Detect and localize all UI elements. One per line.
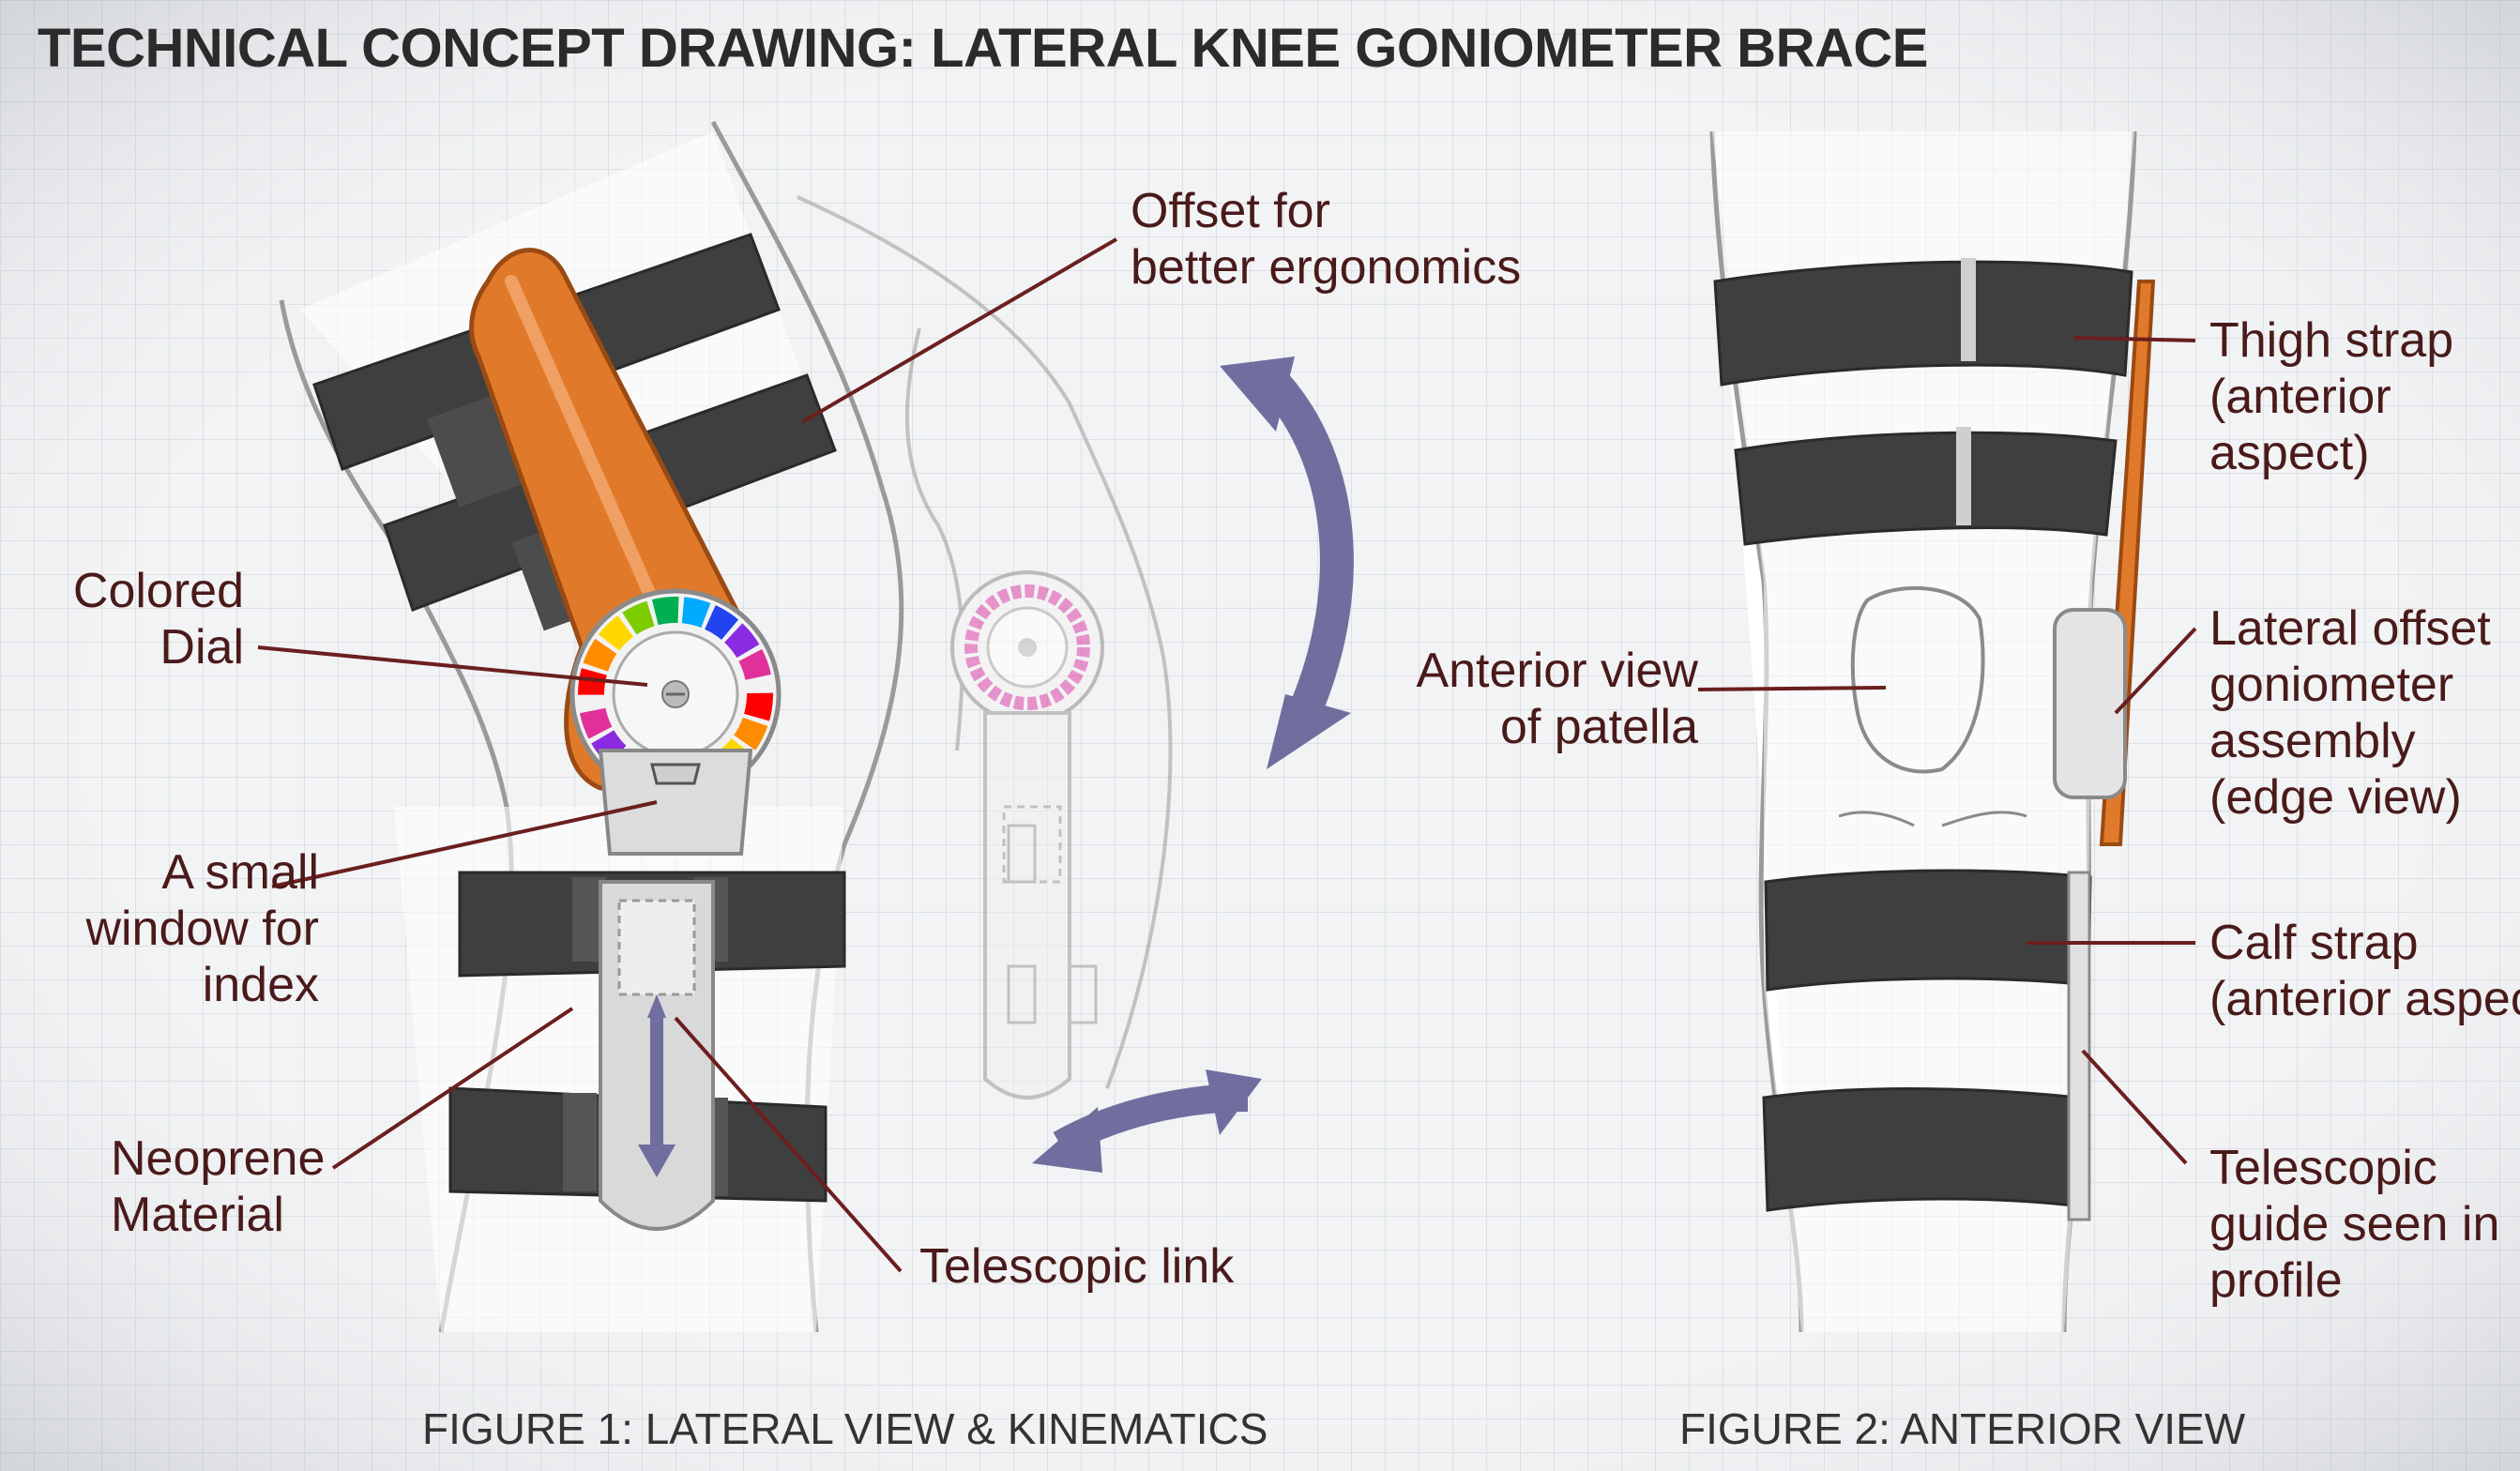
label-neoprene: Neoprene Material xyxy=(111,1131,326,1242)
label-index-window: A small window for index xyxy=(85,845,319,1012)
patella-outline xyxy=(1850,585,1985,774)
figure-1-caption: FIGURE 1: LATERAL VIEW & KINEMATICS xyxy=(422,1404,1268,1453)
flexion-arrow xyxy=(1220,356,1354,769)
label-calf-strap: Calf strap (anterior aspec) xyxy=(2209,916,2520,1026)
telescopic-guide-profile xyxy=(2067,871,2091,1221)
label-colored-dial: Colored Dial xyxy=(72,564,244,675)
sliding-arrow xyxy=(1032,1069,1262,1173)
telescopic-link-shape xyxy=(599,880,715,1231)
label-telescopic-guide: Telescopic guide seen in profile xyxy=(2209,1141,2500,1308)
figure-2-caption: FIGURE 2: ANTERIOR VIEW xyxy=(1679,1404,2246,1453)
anterior-straps xyxy=(1713,258,2133,1212)
label-goniometer-assembly: Lateral offset goniometer assembly (edge… xyxy=(2209,601,2491,825)
label-telescopic-link: Telescopic link xyxy=(919,1239,1235,1294)
colored-dial xyxy=(569,588,782,800)
ghost-leg xyxy=(797,195,1173,1099)
label-patella: Anterior view of patella xyxy=(1416,644,1698,754)
dial-lower-housing xyxy=(598,749,753,856)
label-thigh-strap: Thigh strap (anterior aspect) xyxy=(2209,313,2454,480)
index-window xyxy=(650,763,701,785)
label-offset: Offset for better ergonomics xyxy=(1131,184,1522,295)
page-title: TECHNICAL CONCEPT DRAWING: LATERAL KNEE … xyxy=(38,18,1928,79)
goniometer-edge-housing xyxy=(2053,608,2127,799)
